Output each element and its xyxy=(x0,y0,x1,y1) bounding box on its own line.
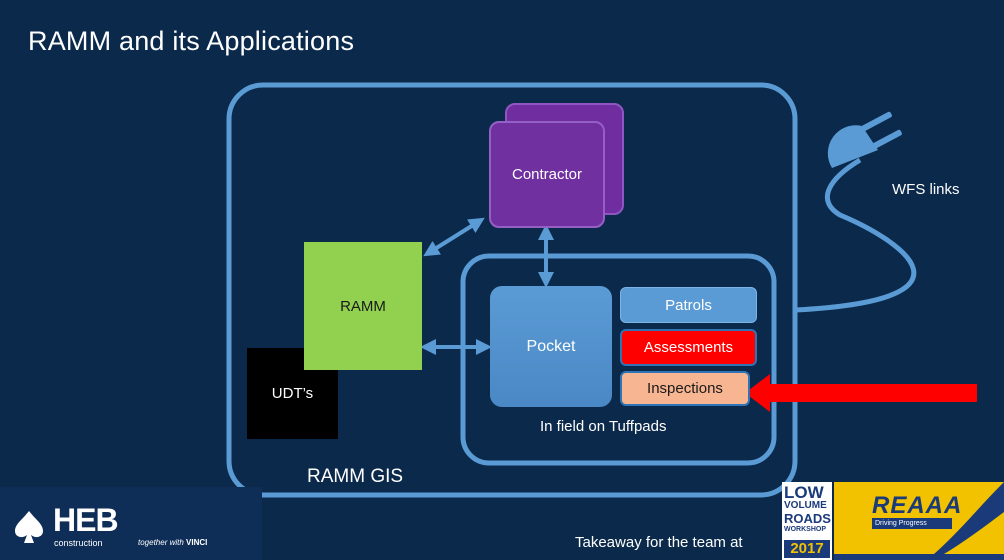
vinci-prefix: together with xyxy=(138,538,184,547)
vinci-logo: together with VINCI xyxy=(138,538,207,547)
tuffpads-label: In field on Tuffpads xyxy=(540,418,667,435)
lvr-line-2: VOLUME xyxy=(784,500,827,511)
ramm-box: RAMM xyxy=(304,242,422,370)
patrols-box: Patrols xyxy=(620,287,757,323)
lvr-year: 2017 xyxy=(784,540,830,558)
low-volume-roads-logo: LOW VOLUME ROADS WORKSHOP 2017 xyxy=(782,482,832,560)
ramm-contractor-connector xyxy=(423,217,485,257)
assessments-box: Assessments xyxy=(620,329,757,366)
heb-logo-name: HEB xyxy=(53,502,119,538)
plug-icon xyxy=(827,111,902,168)
pocket-box: Pocket xyxy=(490,286,612,407)
udts-box: UDT’s xyxy=(247,348,338,439)
wfs-cable xyxy=(794,157,917,313)
reaaa-tagline: Driving Progress xyxy=(872,518,952,529)
ramm-gis-boundary xyxy=(226,82,798,498)
heb-logo-sub: construction xyxy=(54,538,103,548)
reaaa-brand: REAAA xyxy=(872,492,963,519)
contractor-box: Contractor xyxy=(489,121,605,228)
lvr-line-3: ROADS xyxy=(784,511,831,526)
takeaway-text: Takeaway for the team at xyxy=(575,534,743,551)
lvr-line-4: WORKSHOP xyxy=(784,526,826,533)
road-swoosh-icon xyxy=(934,482,1004,554)
highlight-arrow xyxy=(745,374,977,412)
slide-title: RAMM and its Applications xyxy=(28,26,355,56)
inspections-box: Inspections xyxy=(620,371,750,406)
ramm-gis-label: RAMM GIS xyxy=(307,466,404,487)
heb-logo-panel xyxy=(0,487,262,560)
tuffpads-boundary xyxy=(460,253,777,466)
lvr-line-1: LOW xyxy=(784,483,824,502)
wfs-links-label: WFS links xyxy=(892,181,960,198)
reaaa-bottom-bar xyxy=(834,554,1004,560)
vinci-brand: VINCI xyxy=(186,538,208,547)
reaaa-logo: REAAA Driving Progress xyxy=(834,482,1004,560)
spade-icon xyxy=(15,511,43,543)
